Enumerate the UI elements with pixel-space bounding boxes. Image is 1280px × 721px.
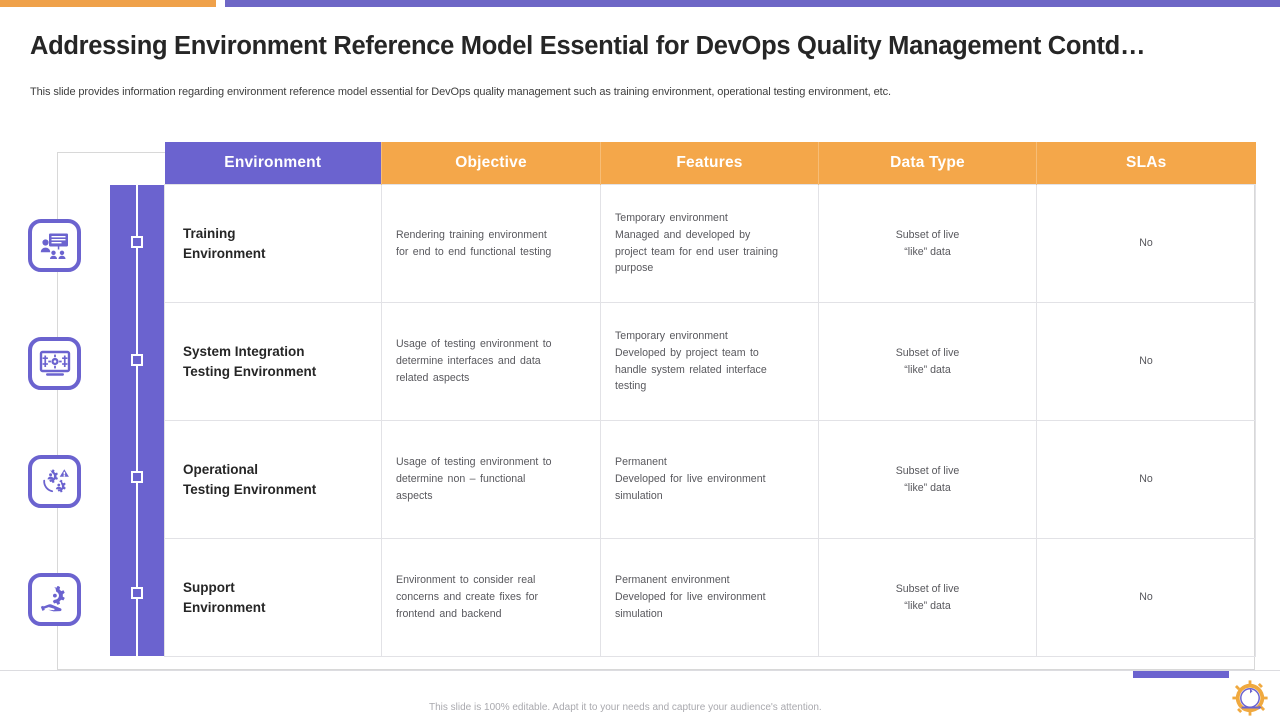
brand-gear-logo (1232, 680, 1268, 716)
cell-data-type: Subset of live “like” data (818, 184, 1037, 303)
table-row: Operational Testing Environment Usage of… (164, 420, 1256, 539)
cell-environment: Operational Testing Environment (164, 420, 382, 539)
timeline-node-4 (131, 587, 143, 599)
table-row: System Integration Testing Environment U… (164, 302, 1256, 421)
cell-features: Temporary environment Developed by proje… (600, 302, 819, 421)
environment-reference-table: Environment Objective Features Data Type… (164, 142, 1256, 657)
cell-data-type: Subset of live “like” data (818, 420, 1037, 539)
column-header-features: Features (600, 142, 819, 185)
cell-features: Temporary environment Managed and develo… (600, 184, 819, 303)
column-header-objective: Objective (381, 142, 601, 185)
row-icon-badge-training[interactable] (28, 219, 81, 272)
top-accent-bar-orange (0, 0, 216, 7)
cell-slas: No (1036, 184, 1256, 303)
timeline-node-3 (131, 471, 143, 483)
cell-objective: Environment to consider real concerns an… (381, 538, 601, 657)
cell-slas: No (1036, 420, 1256, 539)
row-icon-badge-operational[interactable] (28, 455, 81, 508)
cell-environment: Training Environment (164, 184, 382, 303)
column-header-slas: SLAs (1036, 142, 1256, 185)
column-header-data-type: Data Type (818, 142, 1037, 185)
top-accent-bar-purple (225, 0, 1280, 7)
cell-environment: Support Environment (164, 538, 382, 657)
cell-objective: Usage of testing environment to determin… (381, 302, 601, 421)
cell-data-type: Subset of live “like” data (818, 538, 1037, 657)
cell-environment: System Integration Testing Environment (164, 302, 382, 421)
row-icon-badge-system-integration[interactable] (28, 337, 81, 390)
cell-objective: Rendering training environment for end t… (381, 184, 601, 303)
timeline-center-line (136, 185, 138, 656)
column-header-environment: Environment (164, 142, 382, 185)
support-hand-gear-icon (40, 585, 70, 614)
operational-gears-warning-icon (40, 468, 70, 496)
footer-accent-bar (1133, 671, 1229, 678)
training-presentation-icon (40, 232, 70, 260)
table-row: Training Environment Rendering training … (164, 184, 1256, 303)
cell-data-type: Subset of live “like” data (818, 302, 1037, 421)
cell-features: Permanent Developed for live environment… (600, 420, 819, 539)
timeline-node-1 (131, 236, 143, 248)
cell-slas: No (1036, 538, 1256, 657)
cell-slas: No (1036, 302, 1256, 421)
table-row: Support Environment Environment to consi… (164, 538, 1256, 657)
footer-divider (0, 670, 1280, 671)
table-header-row: Environment Objective Features Data Type… (164, 142, 1256, 185)
page-subtitle: This slide provides information regardin… (30, 86, 891, 98)
row-icon-badge-support[interactable] (28, 573, 81, 626)
cell-features: Permanent environment Developed for live… (600, 538, 819, 657)
footer-note: This slide is 100% editable. Adapt it to… (429, 702, 822, 713)
system-integration-monitor-icon (39, 350, 71, 378)
cell-objective: Usage of testing environment to determin… (381, 420, 601, 539)
page-title: Addressing Environment Reference Model E… (30, 32, 1146, 60)
timeline-node-2 (131, 354, 143, 366)
